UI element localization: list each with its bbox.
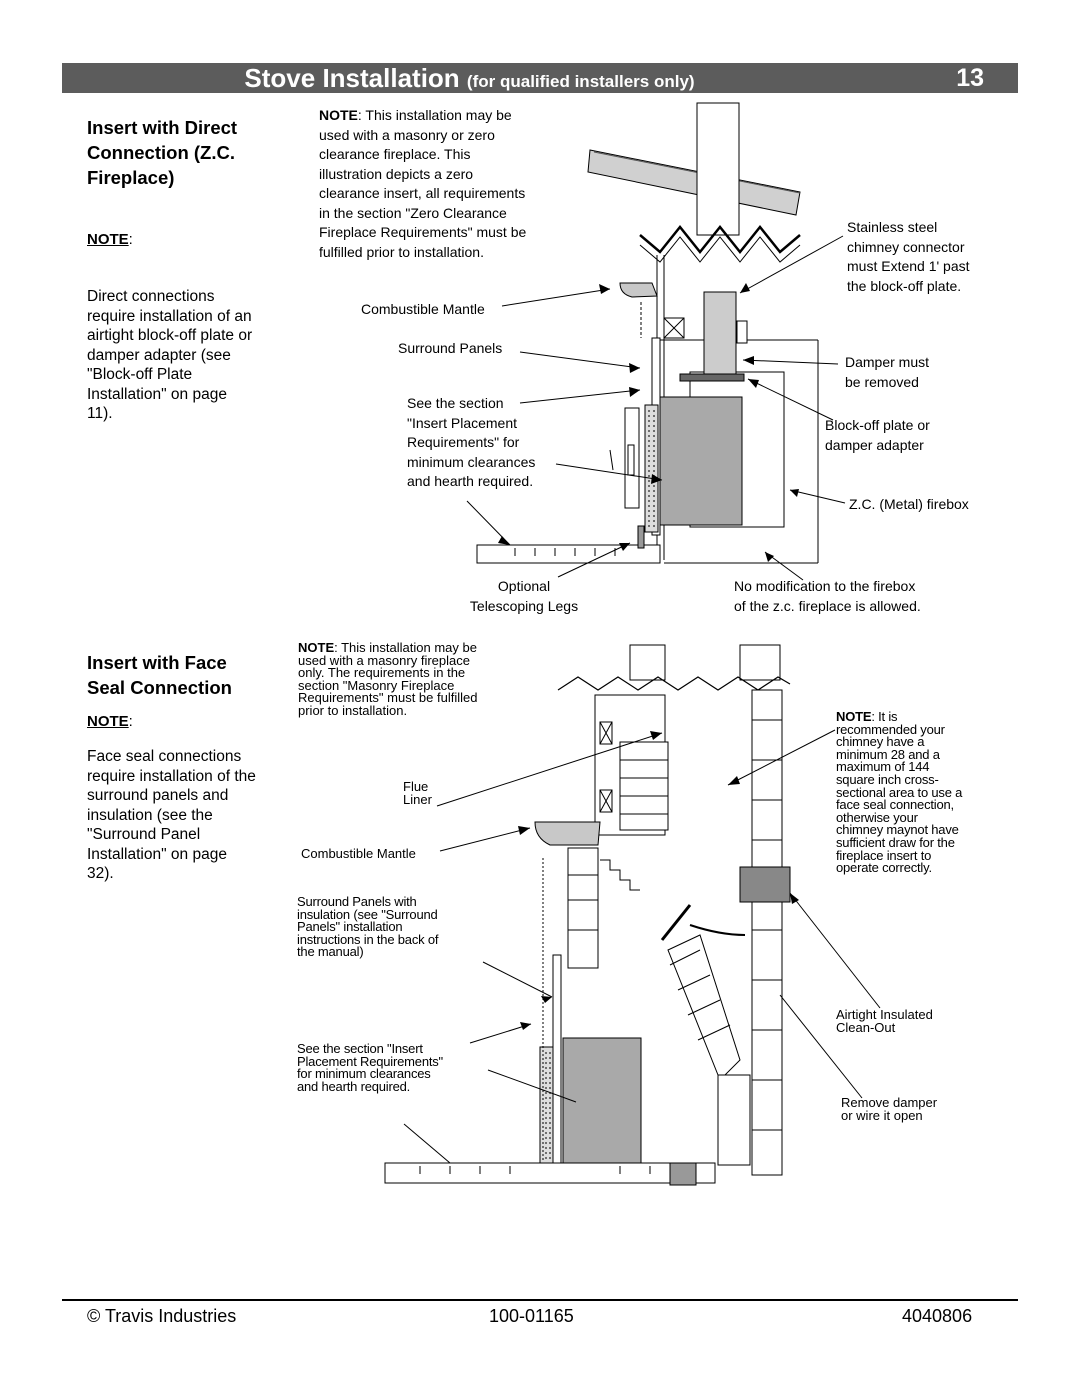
footer-rule xyxy=(62,1299,1018,1301)
label-optional-legs: Optional Telescoping Legs xyxy=(469,578,579,614)
header-bar: Stove Installation (for qualified instal… xyxy=(62,63,1018,93)
label-cleanout: Airtight Insulated Clean-Out xyxy=(836,1007,933,1035)
label-see-section: See the section "Insert Placement Requir… xyxy=(407,395,536,489)
title-line: Insert with Direct xyxy=(87,117,238,138)
footer-company: © Travis Industries xyxy=(87,1306,237,1326)
note-line: : This installation may be xyxy=(357,107,512,123)
note-lead: NOTE xyxy=(298,640,335,655)
note-label: NOTE xyxy=(87,231,129,248)
body-line: require installation of an xyxy=(87,307,252,325)
label-remove-damper: Remove damper or wire it open xyxy=(841,1095,938,1123)
diagram-face-seal xyxy=(384,644,881,1186)
body-line: 32). xyxy=(87,865,114,882)
body-line: 11). xyxy=(87,405,113,422)
title-line: Connection (Z.C. xyxy=(87,142,235,163)
body-line: "Surround Panel xyxy=(87,826,201,843)
body-line: insulation (see the xyxy=(87,806,213,824)
label-surround-insulation: Surround Panels with insulation (see "Su… xyxy=(297,894,439,960)
note-line: fulfilled prior to installation. xyxy=(319,243,484,260)
note-line: Fireplace Requirements" must be xyxy=(319,224,527,240)
body-line: require installation of the xyxy=(87,767,256,785)
section2-title: Insert with Face Seal Connection xyxy=(87,650,232,700)
note-lead: NOTE xyxy=(319,107,358,123)
label-stainless-connector: Stainless steel chimney connector must E… xyxy=(847,219,970,294)
title-line: Seal Connection xyxy=(87,677,232,698)
diagram1-note: NOTE: This installation may be used with… xyxy=(319,106,526,262)
chimney-note: NOTE: It is recommended your chimney hav… xyxy=(836,709,963,876)
label-combustible-mantle: Combustible Mantle xyxy=(361,301,485,317)
label-combustible-mantle-2: Combustible Mantle xyxy=(301,846,416,861)
body-line: Installation" on page xyxy=(87,385,227,403)
page-title: Stove Installation (for qualified instal… xyxy=(62,63,877,93)
label-no-modification: No modification to the firebox of the z.… xyxy=(734,578,921,614)
label-flue-liner: Flue Liner xyxy=(403,779,432,807)
body-line: damper adapter (see xyxy=(87,346,231,364)
note-line: used with a masonry or zero xyxy=(319,126,495,143)
note-line: in the section "Zero Clearance xyxy=(319,204,507,221)
note-line: clearance insert, all requirements xyxy=(319,185,526,201)
section2-body: Face seal connections require installati… xyxy=(87,747,256,884)
section1-title: Insert with Direct Connection (Z.C. Fire… xyxy=(87,115,237,190)
section2-note-heading: NOTE: xyxy=(87,713,133,730)
body-line: "Block-off Plate xyxy=(87,366,193,383)
footer-doc-number: 100-01165 xyxy=(489,1306,574,1326)
body-line: Installation" on page xyxy=(87,845,227,863)
title-subtitle: (for qualified installers only) xyxy=(466,72,695,91)
label-see-section-2: See the section "Insert Placement Requir… xyxy=(297,1041,443,1094)
diagram2-note: NOTE: This installation may be used with… xyxy=(298,640,478,718)
label-surround-panels: Surround Panels xyxy=(398,340,503,356)
note-line: illustration depicts a zero xyxy=(319,165,474,182)
body-line: airtight block-off plate or xyxy=(87,327,253,344)
title-line: Fireplace) xyxy=(87,167,175,188)
body-line: Face seal connections xyxy=(87,748,242,765)
title-line: Insert with Face xyxy=(87,652,227,673)
body-line: surround panels and xyxy=(87,787,229,804)
footer-code: 4040806 xyxy=(902,1306,973,1326)
note-line: clearance fireplace. This xyxy=(319,146,471,162)
page-number: 13 xyxy=(956,64,984,92)
label-blockoff-plate: Block-off plate or damper adapter xyxy=(825,417,930,453)
note-label: NOTE xyxy=(87,713,129,730)
section1-body: Direct connections require installation … xyxy=(87,287,252,424)
label-zc-firebox: Z.C. (Metal) firebox xyxy=(849,496,969,512)
body-line: Direct connections xyxy=(87,288,215,305)
label-damper-removed: Damper must be removed xyxy=(845,354,930,390)
title-main: Stove Installation xyxy=(244,63,460,93)
section1-note-heading: NOTE: xyxy=(87,231,133,248)
